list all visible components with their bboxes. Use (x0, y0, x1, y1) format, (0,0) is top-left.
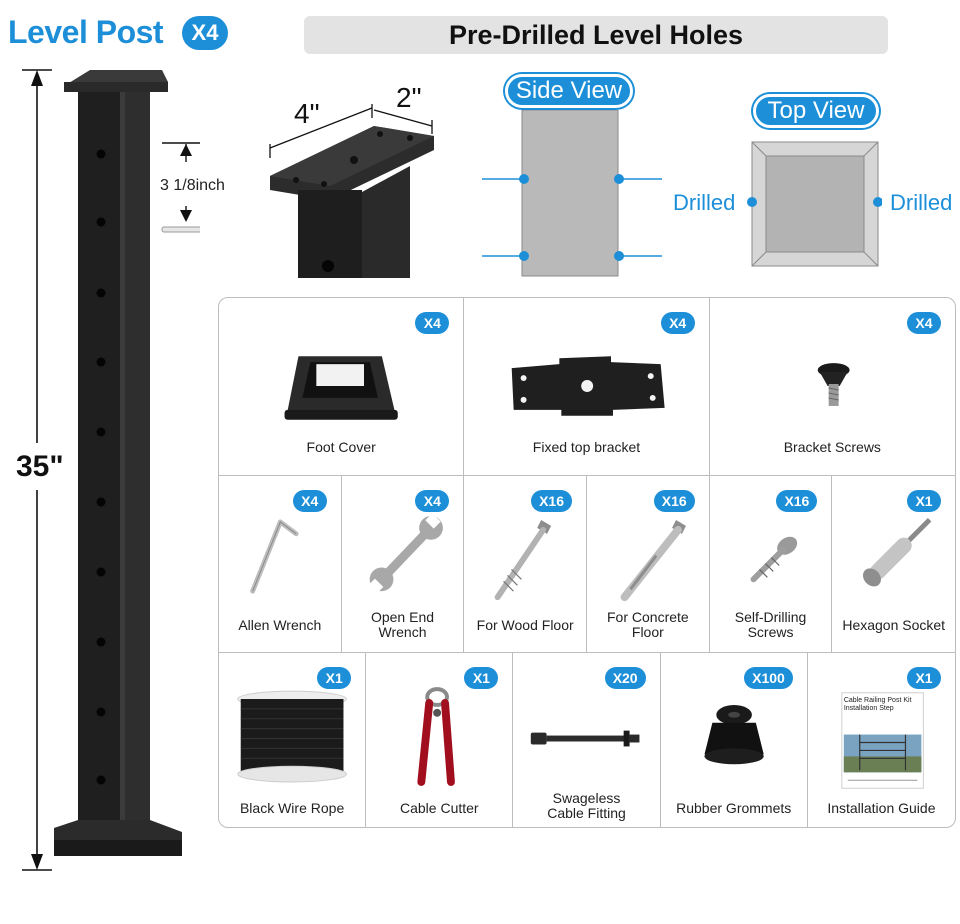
part-allen-wrench: X4 Allen Wrench (219, 476, 342, 652)
qty-badge: X4 (415, 490, 450, 512)
top-view-diagram (747, 141, 882, 267)
lag-screw-icon (495, 519, 552, 601)
qty-badge: X16 (653, 490, 695, 512)
post-top-closeup (269, 104, 434, 278)
part-label: Open End Wrench (370, 609, 435, 640)
anchor-bolt-icon (620, 519, 686, 602)
drilled-label-left: Drilled (673, 190, 736, 215)
part-open-end-wrench: X4 Open End Wrench (342, 476, 465, 652)
qty-badge: X4 (906, 312, 941, 334)
parts-row-3: X1 Black Wire Rope X1 Cable Cutter (219, 652, 955, 827)
part-cable-cutter: X1 Cable Cutter (366, 653, 514, 827)
guide-cover-title-line2: Installation Step (843, 705, 894, 712)
qty-badge: X1 (317, 667, 352, 689)
part-label: Cable Cutter (400, 800, 479, 816)
hole-spacing-indicator (161, 142, 200, 233)
post-illustration (22, 69, 200, 871)
qty-badge: X4 (292, 490, 327, 512)
qty-badge: X4 (660, 312, 695, 334)
part-label: Bracket Screws (783, 439, 881, 455)
section-banner: Pre-Drilled Level Holes (304, 16, 888, 54)
qty-badge: X20 (604, 667, 646, 689)
part-concrete-anchor: X16 For Concrete Floor (587, 476, 710, 652)
parts-panel: X4 Foot Cover X4 Fixed top (218, 297, 956, 828)
part-rubber-grommets: X100 Rubber Grommets (661, 653, 808, 827)
wire-rope-spool-icon (237, 690, 347, 783)
guide-cover-title: Cable Railing Post Kit Installation Step (844, 697, 926, 713)
cable-fitting-icon (531, 730, 640, 747)
part-label: For Concrete Floor (607, 609, 689, 640)
part-bracket-screws: X4 Bracket Screws (710, 298, 955, 475)
grommet-icon (704, 704, 764, 765)
part-label: Rubber Grommets (676, 800, 792, 816)
part-installation-guide: X1 Cable Railing Post Kit Installation S… (808, 653, 955, 827)
post-holes (96, 149, 106, 785)
height-dimension-line (22, 69, 52, 871)
part-label: Black Wire Rope (239, 800, 345, 816)
guide-cover-title-line1: Cable Railing Post Kit (843, 697, 912, 704)
guide-booklet-icon (841, 692, 924, 789)
parts-row-1: X4 Foot Cover X4 Fixed top (219, 298, 955, 475)
part-label: Hexagon Socket (842, 617, 946, 633)
qty-badge: X100 (744, 667, 793, 689)
top-width-label-b: 2" (396, 82, 422, 113)
part-wood-floor-screw: X16 For Wood Floor (464, 476, 588, 652)
title-qty-badge: X4 (182, 16, 228, 50)
post-height-label: 35" (16, 450, 64, 483)
part-fixed-top-bracket: X4 Fixed top bracket (464, 298, 710, 475)
part-label: For Wood Floor (476, 617, 574, 633)
part-label: Self-Drilling Screws (734, 609, 807, 640)
part-label: Foot Cover (306, 439, 376, 455)
cable-cutter-icon (417, 687, 456, 786)
foot-cover-icon (284, 356, 398, 420)
bracket-icon (512, 356, 665, 416)
self-drilling-screw-icon (750, 536, 797, 583)
qty-badge: X1 (907, 667, 942, 689)
side-view-diagram (482, 110, 662, 277)
part-black-wire-rope: X1 Black Wire Rope (219, 653, 367, 827)
top-view-label: Top View (753, 94, 879, 128)
screw-icon (817, 363, 850, 406)
part-foot-cover: X4 Foot Cover (219, 298, 465, 475)
parts-row-2: X4 Allen Wrench X4 Open End Wrench X16 (219, 475, 955, 652)
qty-badge: X4 (415, 312, 450, 334)
qty-badge: X16 (531, 490, 573, 512)
allen-wrench-icon (250, 519, 299, 594)
part-self-drilling-screws: X16 Self-Drilling Screws (710, 476, 833, 652)
part-hexagon-socket: X1 Hexagon Socket (832, 476, 955, 652)
drilled-label-right: Drilled (890, 190, 953, 215)
qty-badge: X1 (907, 490, 942, 512)
part-label: Installation Guide (827, 800, 936, 816)
page-title: Level Post (8, 14, 164, 50)
hex-socket-icon (863, 517, 932, 587)
open-end-wrench-icon (367, 513, 443, 594)
qty-badge: X1 (464, 667, 499, 689)
hole-spacing-label: 3 1/8inch (160, 177, 225, 194)
part-swageless-cable-fitting: X20 Swageless Cable Fitting (513, 653, 661, 827)
side-view-label: Side View (505, 74, 633, 108)
qty-badge: X16 (776, 490, 818, 512)
part-label: Fixed top bracket (532, 439, 641, 455)
part-label: Allen Wrench (238, 617, 322, 633)
part-label: Swageless Cable Fitting (547, 790, 626, 821)
top-width-label-a: 4" (294, 98, 320, 129)
